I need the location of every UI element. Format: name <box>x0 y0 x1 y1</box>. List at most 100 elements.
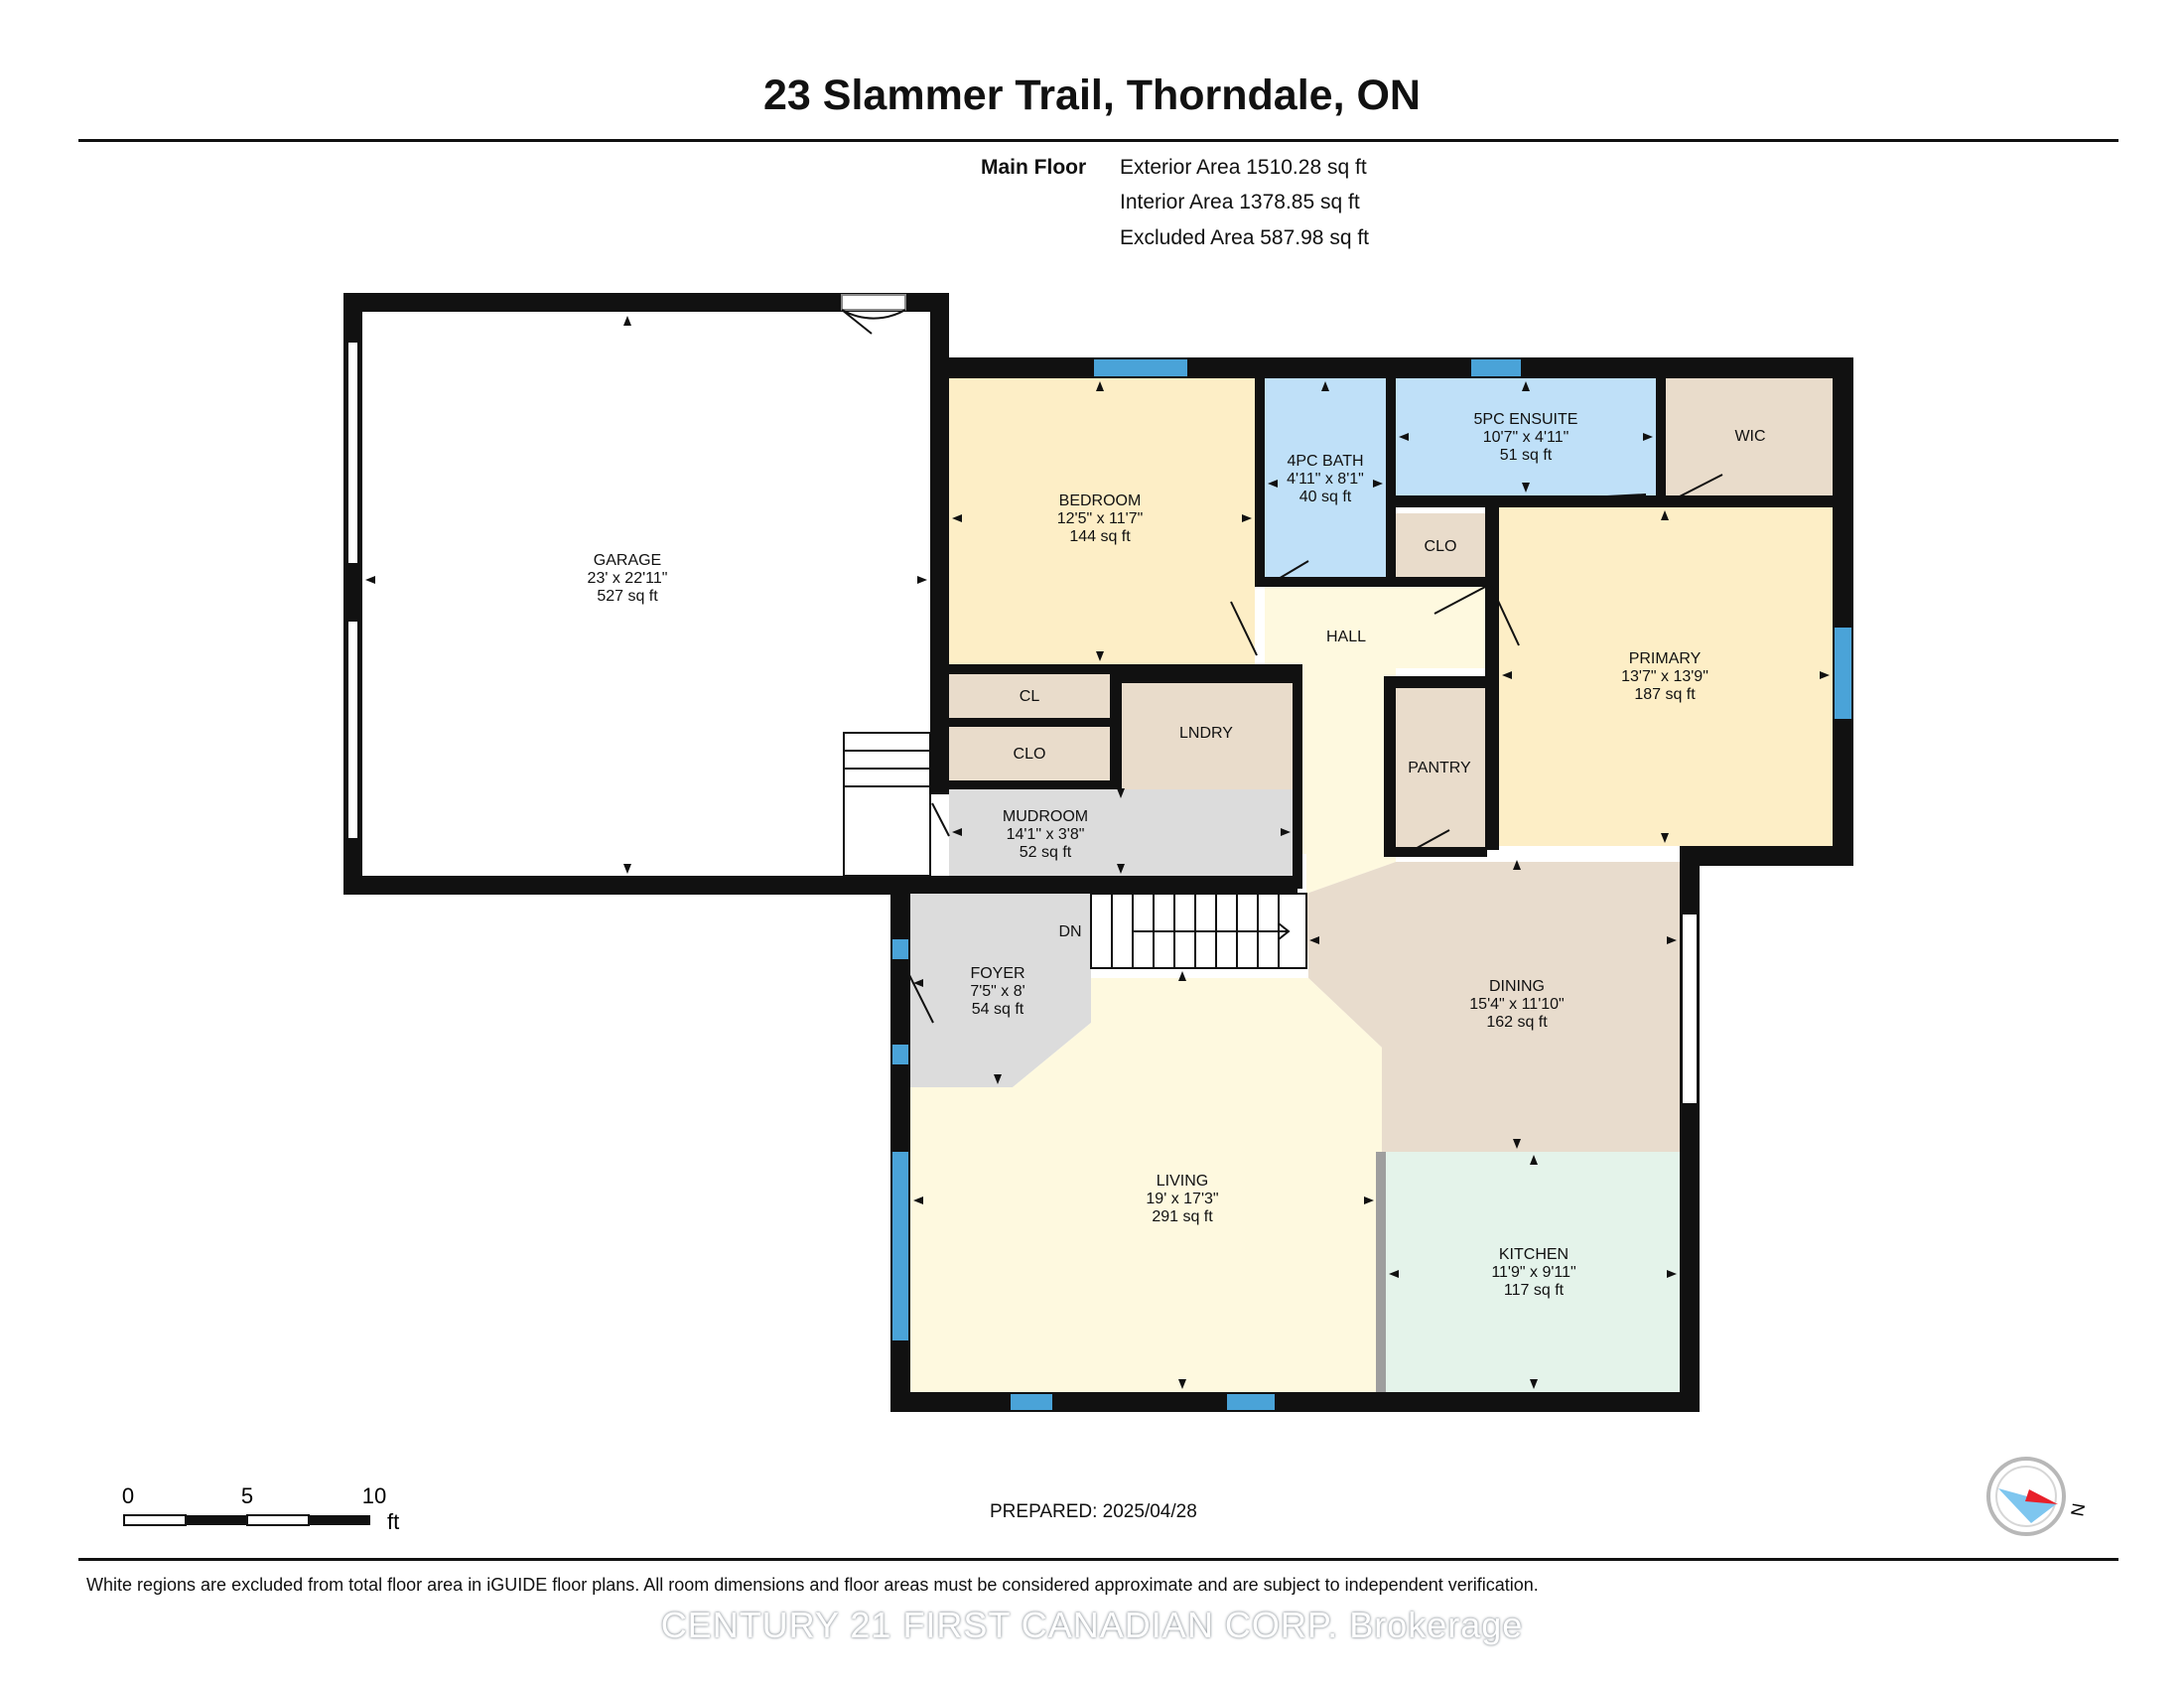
arrow-down <box>1096 651 1104 661</box>
room-fills <box>355 312 1833 1392</box>
cl-fill <box>949 674 1110 718</box>
step <box>843 732 931 877</box>
arrow-up <box>1117 864 1125 874</box>
window <box>1094 359 1187 376</box>
room-area-kitchen: 117 sq ft <box>1504 1282 1565 1299</box>
room-name-clo-top: CLO <box>1425 538 1457 555</box>
interior-walls <box>949 378 1833 1392</box>
interior-area: Interior Area 1378.85 sq ft <box>1120 191 1360 213</box>
room-name-4pc-bath: 4PC BATH <box>1287 453 1363 470</box>
kitchen-fill <box>1382 1152 1680 1392</box>
compass-light-wedge <box>1998 1488 2056 1523</box>
interior-stairs <box>1090 893 1307 969</box>
arrow-right <box>1667 1270 1677 1278</box>
room-labels: GARAGE 23' x 22'11" 527 sq ft BEDROOM 12… <box>588 411 1766 1299</box>
room-name-lndry: LNDRY <box>1179 725 1233 742</box>
wall <box>1680 846 1853 866</box>
scale-tick-10: 10 <box>362 1483 386 1508</box>
door-swing <box>931 802 950 837</box>
room-area-garage: 527 sq ft <box>597 588 658 605</box>
arrow-right <box>1364 1196 1374 1204</box>
door-swing <box>1230 601 1258 656</box>
excluded-area: Excluded Area 587.98 sq ft <box>1120 226 1370 249</box>
arrow-left <box>913 979 923 987</box>
room-dims-primary: 13'7" x 13'9" <box>1621 668 1708 685</box>
wall <box>949 664 1295 674</box>
exterior-steps <box>843 732 931 877</box>
wall <box>1396 495 1833 507</box>
scale-segment <box>246 1514 310 1526</box>
door-swing <box>907 972 934 1024</box>
window <box>1011 1394 1052 1410</box>
room-name-cl: CL <box>1020 688 1040 705</box>
door-swing <box>1266 560 1309 587</box>
door-swing <box>1433 585 1488 615</box>
room-area-dining: 162 sq ft <box>1486 1014 1548 1031</box>
arrow-left <box>365 576 375 584</box>
arrow-down <box>1513 1139 1521 1149</box>
arrow-left <box>1268 480 1278 488</box>
disclaimer-note: White regions are excluded from total fl… <box>86 1575 1539 1595</box>
window <box>1835 628 1851 719</box>
door-swing <box>1409 829 1450 853</box>
foyer-fill <box>910 894 1091 1087</box>
compass-north-label: N <box>2067 1501 2089 1517</box>
arrow-right <box>1643 433 1653 441</box>
compass-icon: N <box>1986 1457 2089 1536</box>
primary-fill <box>1499 507 1833 846</box>
arrow-left <box>1309 936 1319 944</box>
stair-outline <box>1090 893 1307 969</box>
window <box>346 341 359 565</box>
room-name-primary: PRIMARY <box>1629 650 1702 667</box>
stair-arrow <box>1278 922 1291 940</box>
arrow-down <box>1661 833 1669 843</box>
arrow-right <box>1281 828 1291 836</box>
arrow-right <box>1820 671 1830 679</box>
ensuite-fill <box>1396 378 1656 495</box>
dimension-arrows <box>365 316 1830 1389</box>
room-name-garage: GARAGE <box>594 552 661 569</box>
wall <box>1833 357 1853 866</box>
wall <box>1396 577 1485 587</box>
room-name-hall: HALL <box>1326 629 1366 645</box>
room-dims-5pc-ensuite: 10'7" x 4'11" <box>1483 429 1570 446</box>
room-name-dining: DINING <box>1489 978 1545 995</box>
scale-segment <box>186 1515 247 1525</box>
scale-tick-0: 0 <box>122 1483 134 1508</box>
room-name-bedroom: BEDROOM <box>1059 492 1142 509</box>
arrow-left <box>952 828 962 836</box>
brokerage-watermark: CENTURY 21 FIRST CANADIAN CORP. Brokerag… <box>660 1605 1524 1645</box>
arrow-down <box>994 1074 1002 1084</box>
arrow-left <box>1389 1270 1399 1278</box>
exterior-area: Exterior Area 1510.28 sq ft <box>1120 156 1367 179</box>
arrow-left <box>913 1196 923 1204</box>
living-fill <box>910 978 1382 1392</box>
arrow-down <box>1530 1379 1538 1389</box>
room-dims-mudroom: 14'1" x 3'8" <box>1007 826 1085 843</box>
door-swing <box>1677 474 1723 498</box>
wall <box>949 780 1122 789</box>
bedroom-fill <box>949 378 1255 664</box>
wall <box>343 876 891 895</box>
arrow-right <box>917 576 927 584</box>
wall <box>1265 577 1386 587</box>
lndry-fill <box>1122 680 1293 789</box>
room-area-bedroom: 144 sq ft <box>1069 528 1131 545</box>
arrow-up <box>1661 510 1669 520</box>
clo-fill <box>949 727 1110 780</box>
bath-fill <box>1265 378 1386 577</box>
room-dims-kitchen: 11'9" x 9'11" <box>1491 1264 1575 1281</box>
scale-segment <box>123 1514 187 1526</box>
arrow-right <box>1667 936 1677 944</box>
room-dims-garage: 23' x 22'11" <box>588 570 668 587</box>
window <box>892 1152 908 1340</box>
arrow-left <box>1399 433 1409 441</box>
door-swing <box>1490 585 1520 646</box>
arrow-left <box>952 514 962 522</box>
header-divider <box>78 139 2118 142</box>
door-swing <box>841 309 906 335</box>
arrow-up <box>1513 860 1521 870</box>
arrow-left <box>1502 671 1512 679</box>
arrow-right <box>1373 480 1383 488</box>
